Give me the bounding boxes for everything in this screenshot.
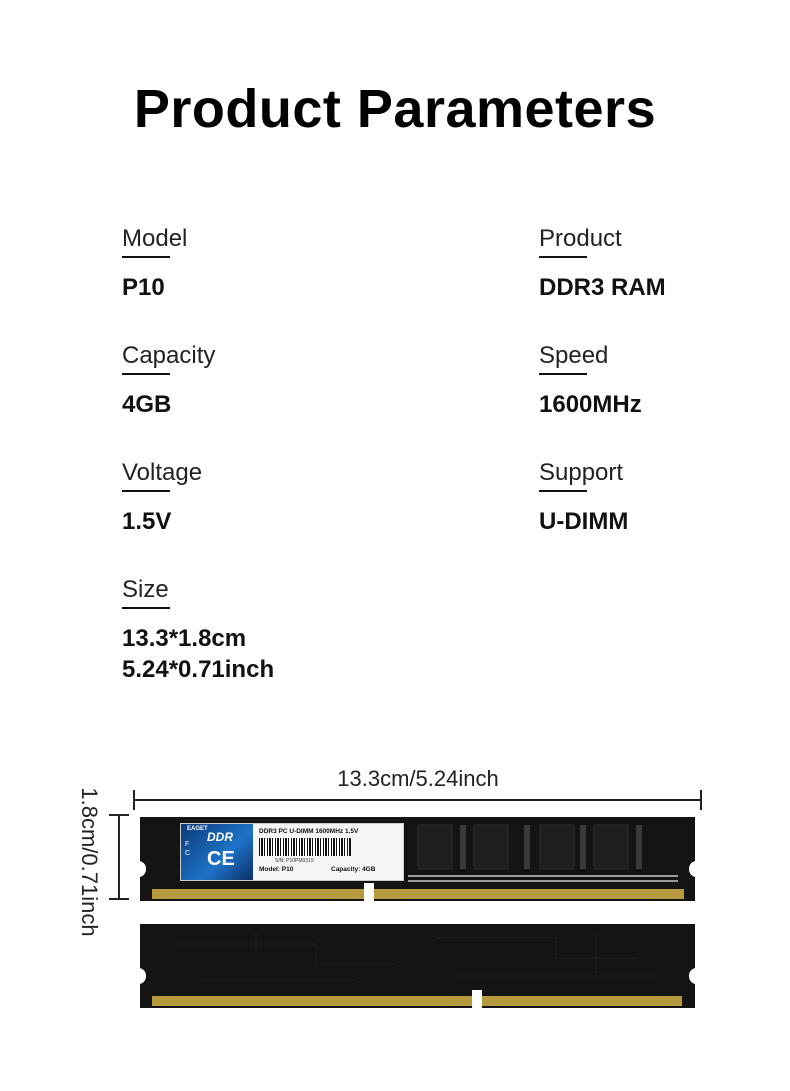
- label-underline: [539, 256, 587, 258]
- page-title: Product Parameters: [133, 79, 657, 139]
- ram-module-back: [136, 924, 699, 1008]
- label-underline: [122, 607, 170, 609]
- param-value: 1600MHz: [539, 391, 642, 418]
- label-underline: [122, 373, 170, 375]
- barcode-icon: [259, 838, 351, 856]
- sticker-serial: S/N: P10PM0319: [275, 858, 314, 864]
- param-value: 4GB: [122, 391, 172, 418]
- label-underline: [539, 490, 587, 492]
- sticker-brand: EAGET: [187, 826, 208, 832]
- label-underline: [122, 256, 170, 258]
- size-cm: 13.3*1.8cm: [122, 625, 247, 652]
- param-size: Size 13.3*1.8cm 5.24*0.71inch: [122, 575, 382, 685]
- param-speed: Speed 1600MHz: [539, 341, 790, 420]
- param-value: 13.3*1.8cm 5.24*0.71inch: [122, 623, 382, 685]
- param-label: Voltage: [122, 459, 203, 486]
- height-dimension-cap-bottom: [109, 898, 129, 900]
- label-underline: [539, 373, 587, 375]
- param-support: Support U-DIMM: [539, 458, 790, 537]
- param-label: Size: [122, 576, 169, 603]
- width-dimension-cap-right: [700, 790, 702, 810]
- width-dimension-cap-left: [133, 790, 135, 810]
- param-product: Product DDR3 RAM: [539, 224, 790, 303]
- width-dimension-label: 13.3cm/5.24inch: [337, 766, 499, 791]
- sticker-spec-line: DDR3 PC U-DIMM 1600MHz 1.5V: [259, 828, 359, 835]
- param-value: U-DIMM: [539, 508, 629, 535]
- label-underline: [122, 490, 170, 492]
- param-label: Model: [122, 225, 188, 252]
- ddr-logo-icon: DDR: [207, 830, 233, 844]
- height-dimension-line: [118, 815, 120, 899]
- width-dimension-line: [134, 799, 701, 801]
- param-value: P10: [122, 274, 165, 301]
- param-model: Model P10: [122, 224, 382, 303]
- param-voltage: Voltage 1.5V: [122, 458, 382, 537]
- ram-back-board: [140, 924, 695, 1008]
- param-value: 1.5V: [122, 508, 172, 535]
- param-label: Speed: [539, 342, 609, 369]
- sticker-capacity: Capacity: 4GB: [331, 866, 376, 873]
- size-inch: 5.24*0.71inch: [122, 656, 275, 683]
- height-dimension-cap-top: [109, 814, 129, 816]
- param-label: Support: [539, 459, 624, 486]
- param-capacity: Capacity 4GB: [122, 341, 382, 420]
- height-dimension-label: 1.8cm/0.71inch: [77, 787, 102, 937]
- param-label: Capacity: [122, 342, 216, 369]
- param-label: Product: [539, 225, 622, 252]
- ce-mark-icon: CE: [207, 848, 235, 870]
- sticker-model: Model: P10: [259, 866, 294, 873]
- param-value: DDR3 RAM: [539, 274, 666, 301]
